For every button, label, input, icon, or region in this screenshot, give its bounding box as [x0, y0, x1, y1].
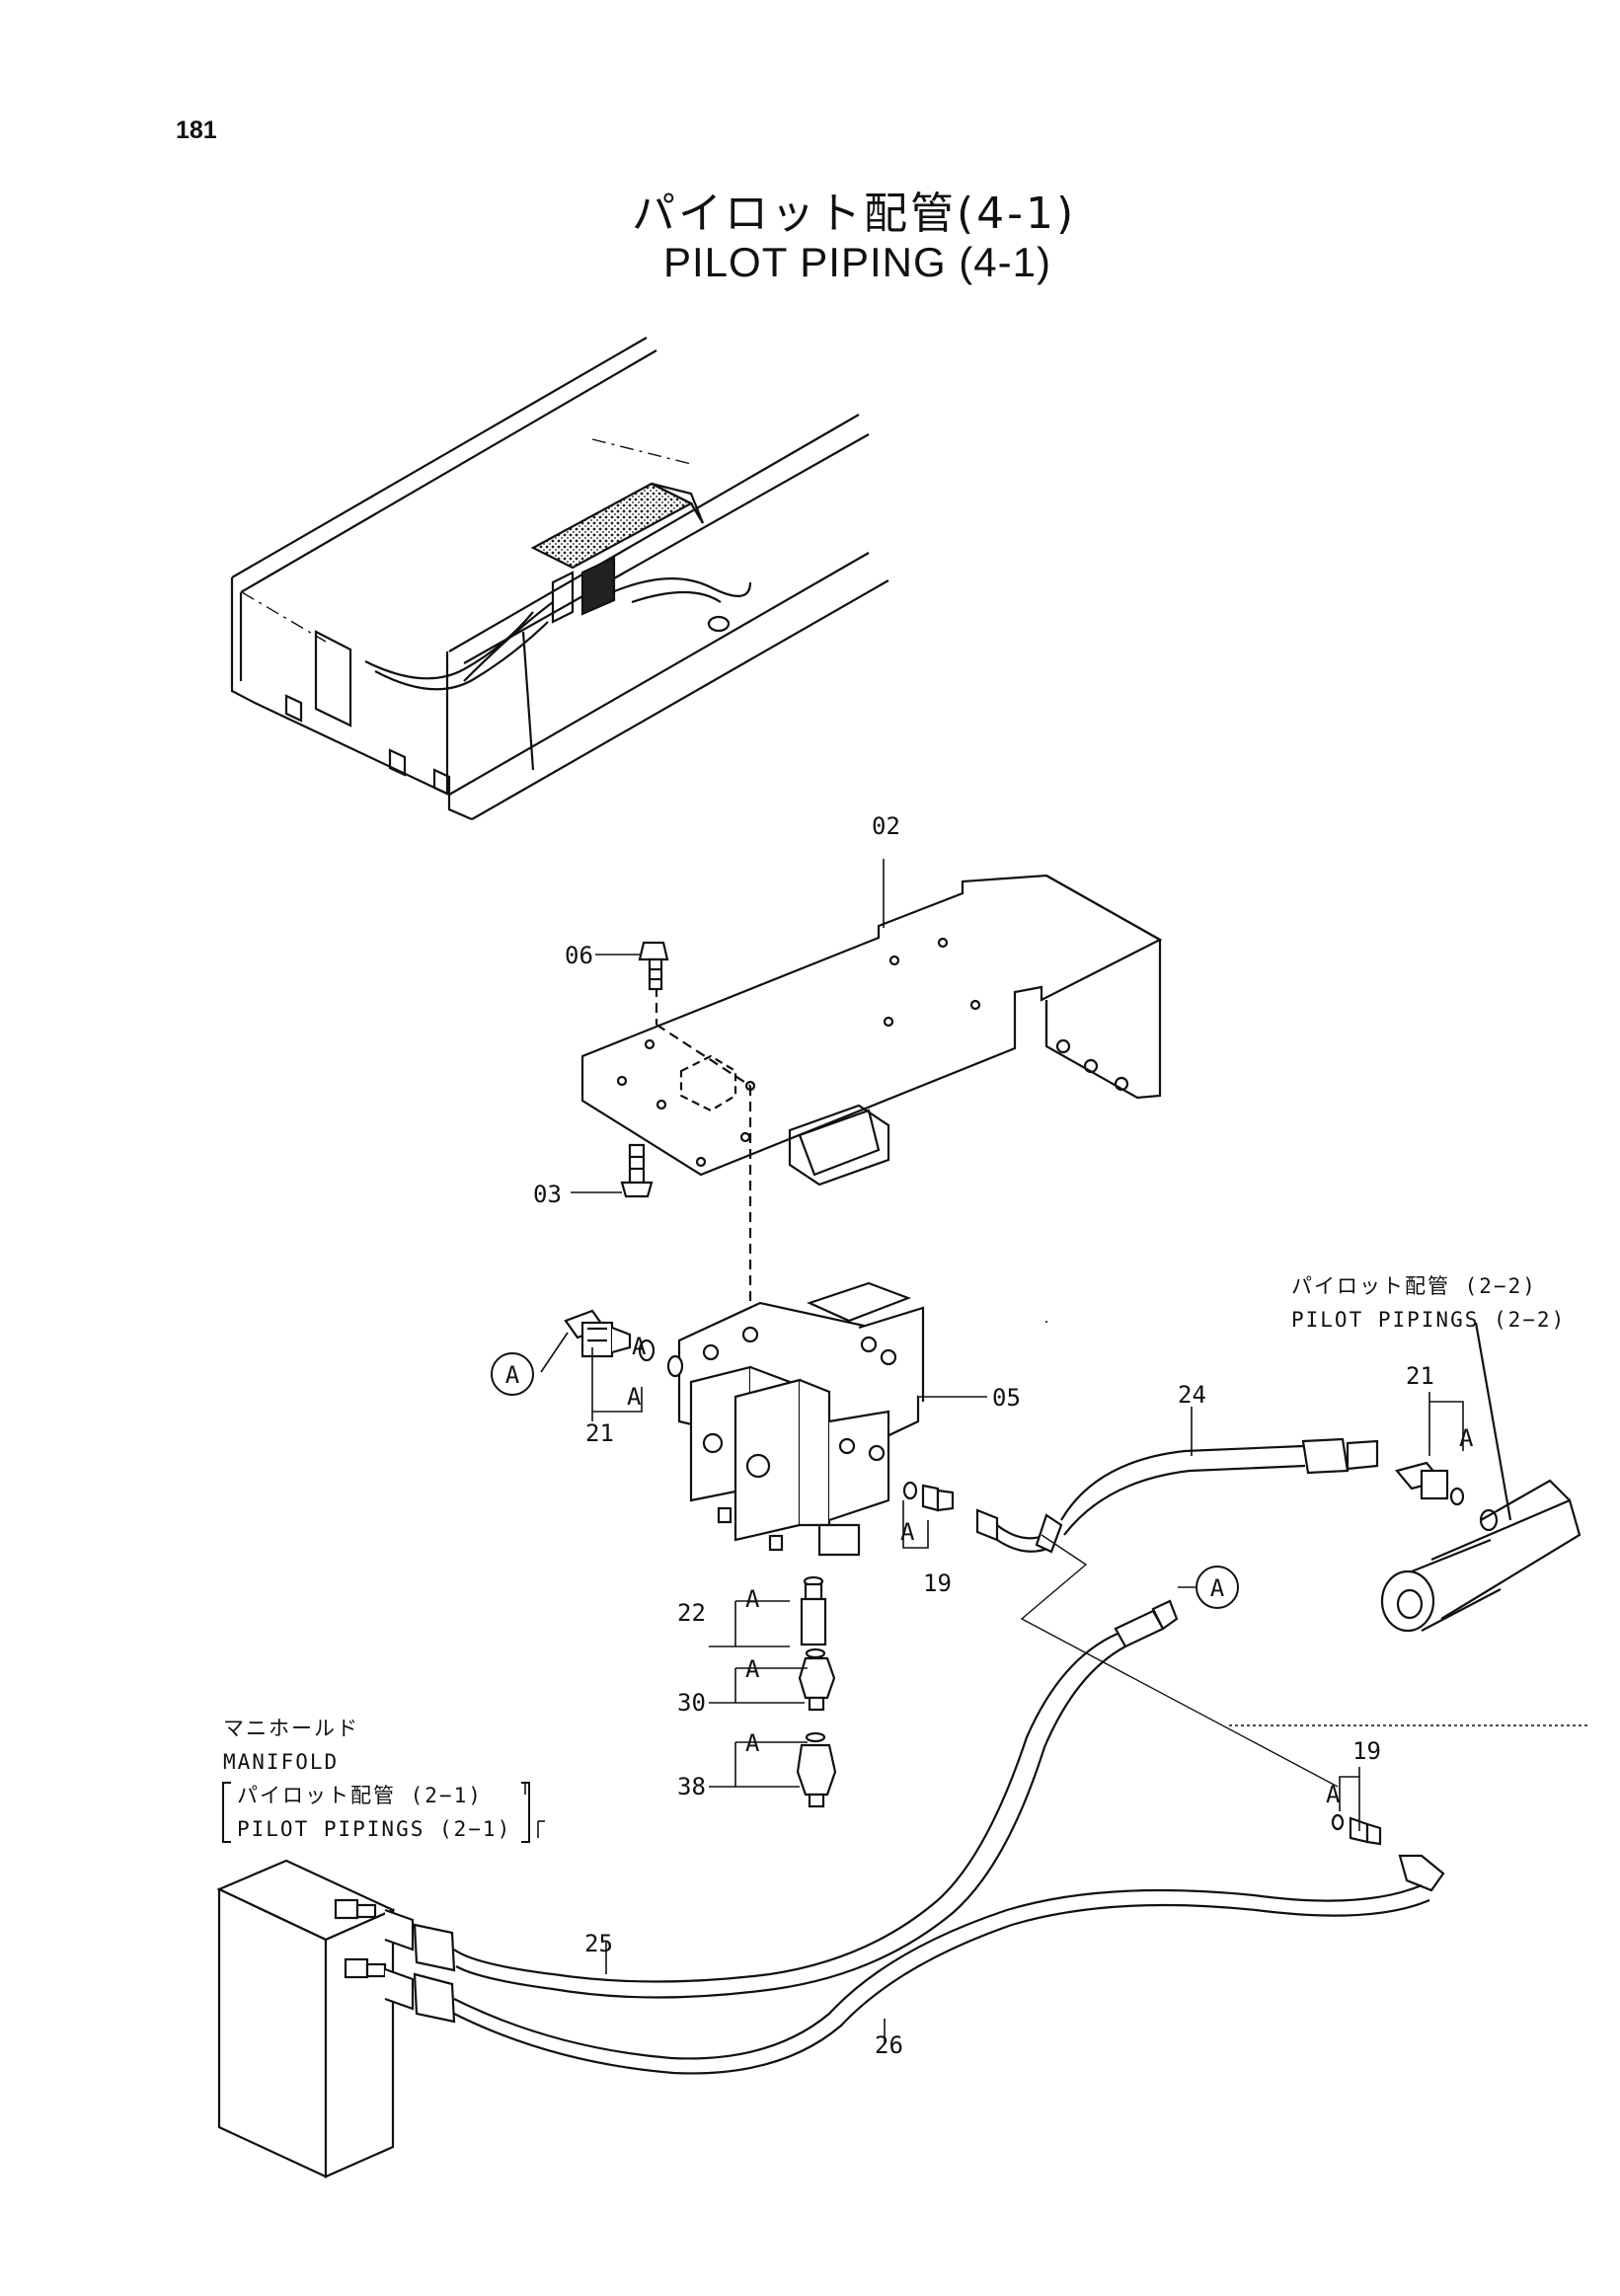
hose-24	[902, 1437, 1379, 1554]
note-manifold-jp: マニホールド	[223, 1717, 359, 1740]
note-pilot-piping-2-2-en: PILOT PIPINGS (2−2)	[1291, 1308, 1566, 1332]
bolt-03	[620, 1143, 654, 1198]
frame-assembly	[230, 337, 889, 821]
union-fitting-19-lower	[1331, 1813, 1445, 1892]
note-bracket-right	[521, 1782, 530, 1843]
seal-mark-a: A	[632, 1333, 647, 1360]
label-21-right: 21	[1406, 1362, 1434, 1390]
switch-38	[796, 1731, 837, 1808]
tee-fitting-21-right	[1395, 1461, 1465, 1506]
mounting-plate	[580, 874, 1163, 1333]
label-24: 24	[1178, 1381, 1206, 1409]
manifold-block	[216, 1859, 415, 2179]
leader-lines	[524, 859, 1464, 2043]
label-19-upper: 19	[923, 1569, 952, 1597]
label-25: 25	[584, 1930, 613, 1957]
valve-block	[677, 1281, 925, 1557]
seal-mark-a: A	[1459, 1424, 1474, 1452]
elbow-fitting-21-left	[564, 1309, 684, 1378]
cylinder	[1380, 1322, 1581, 1633]
adapter-22	[800, 1575, 827, 1646]
label-19-lower: 19	[1352, 1737, 1381, 1765]
seal-mark-a: A	[745, 1729, 760, 1757]
note-pilot-piping-2-1-en: PILOT PIPINGS (2−1)	[237, 1817, 511, 1841]
bolt-06	[638, 941, 669, 991]
svg-text:A: A	[1210, 1574, 1225, 1602]
seal-mark-a: A	[627, 1383, 642, 1411]
seal-mark-a: A	[1326, 1781, 1341, 1808]
switch-30	[798, 1647, 836, 1712]
callout-a-right: A	[1196, 1566, 1239, 1609]
note-pilot-piping-2-2-jp: パイロット配管 (2−2)	[1291, 1274, 1537, 1298]
label-38: 38	[677, 1773, 706, 1800]
reference-lines	[1020, 1534, 1589, 1788]
label-26: 26	[875, 2031, 903, 2059]
page-title-japanese: パイロット配管(4-1)	[632, 189, 1077, 239]
page-title-english: PILOT PIPING (4-1)	[663, 239, 1051, 285]
label-21-left: 21	[585, 1419, 614, 1447]
label-30: 30	[677, 1689, 706, 1717]
note-manifold-en: MANIFOLD	[223, 1750, 339, 1774]
note-pilot-piping-2-1-jp: パイロット配管 (2−1)	[237, 1784, 483, 1807]
page-number: 181	[176, 116, 217, 144]
label-05: 05	[992, 1384, 1021, 1412]
label-22: 22	[677, 1599, 706, 1627]
label-06: 06	[565, 942, 593, 969]
seal-mark-a: A	[745, 1585, 760, 1613]
callout-a-left: A	[491, 1352, 534, 1396]
svg-text:A: A	[505, 1361, 520, 1389]
note-bracket-left	[222, 1782, 231, 1843]
hose-25-26	[413, 1599, 1430, 2075]
label-02: 02	[872, 812, 900, 840]
seal-mark-a: A	[900, 1518, 915, 1546]
seal-mark-a: A	[745, 1655, 760, 1683]
label-03: 03	[533, 1181, 562, 1208]
